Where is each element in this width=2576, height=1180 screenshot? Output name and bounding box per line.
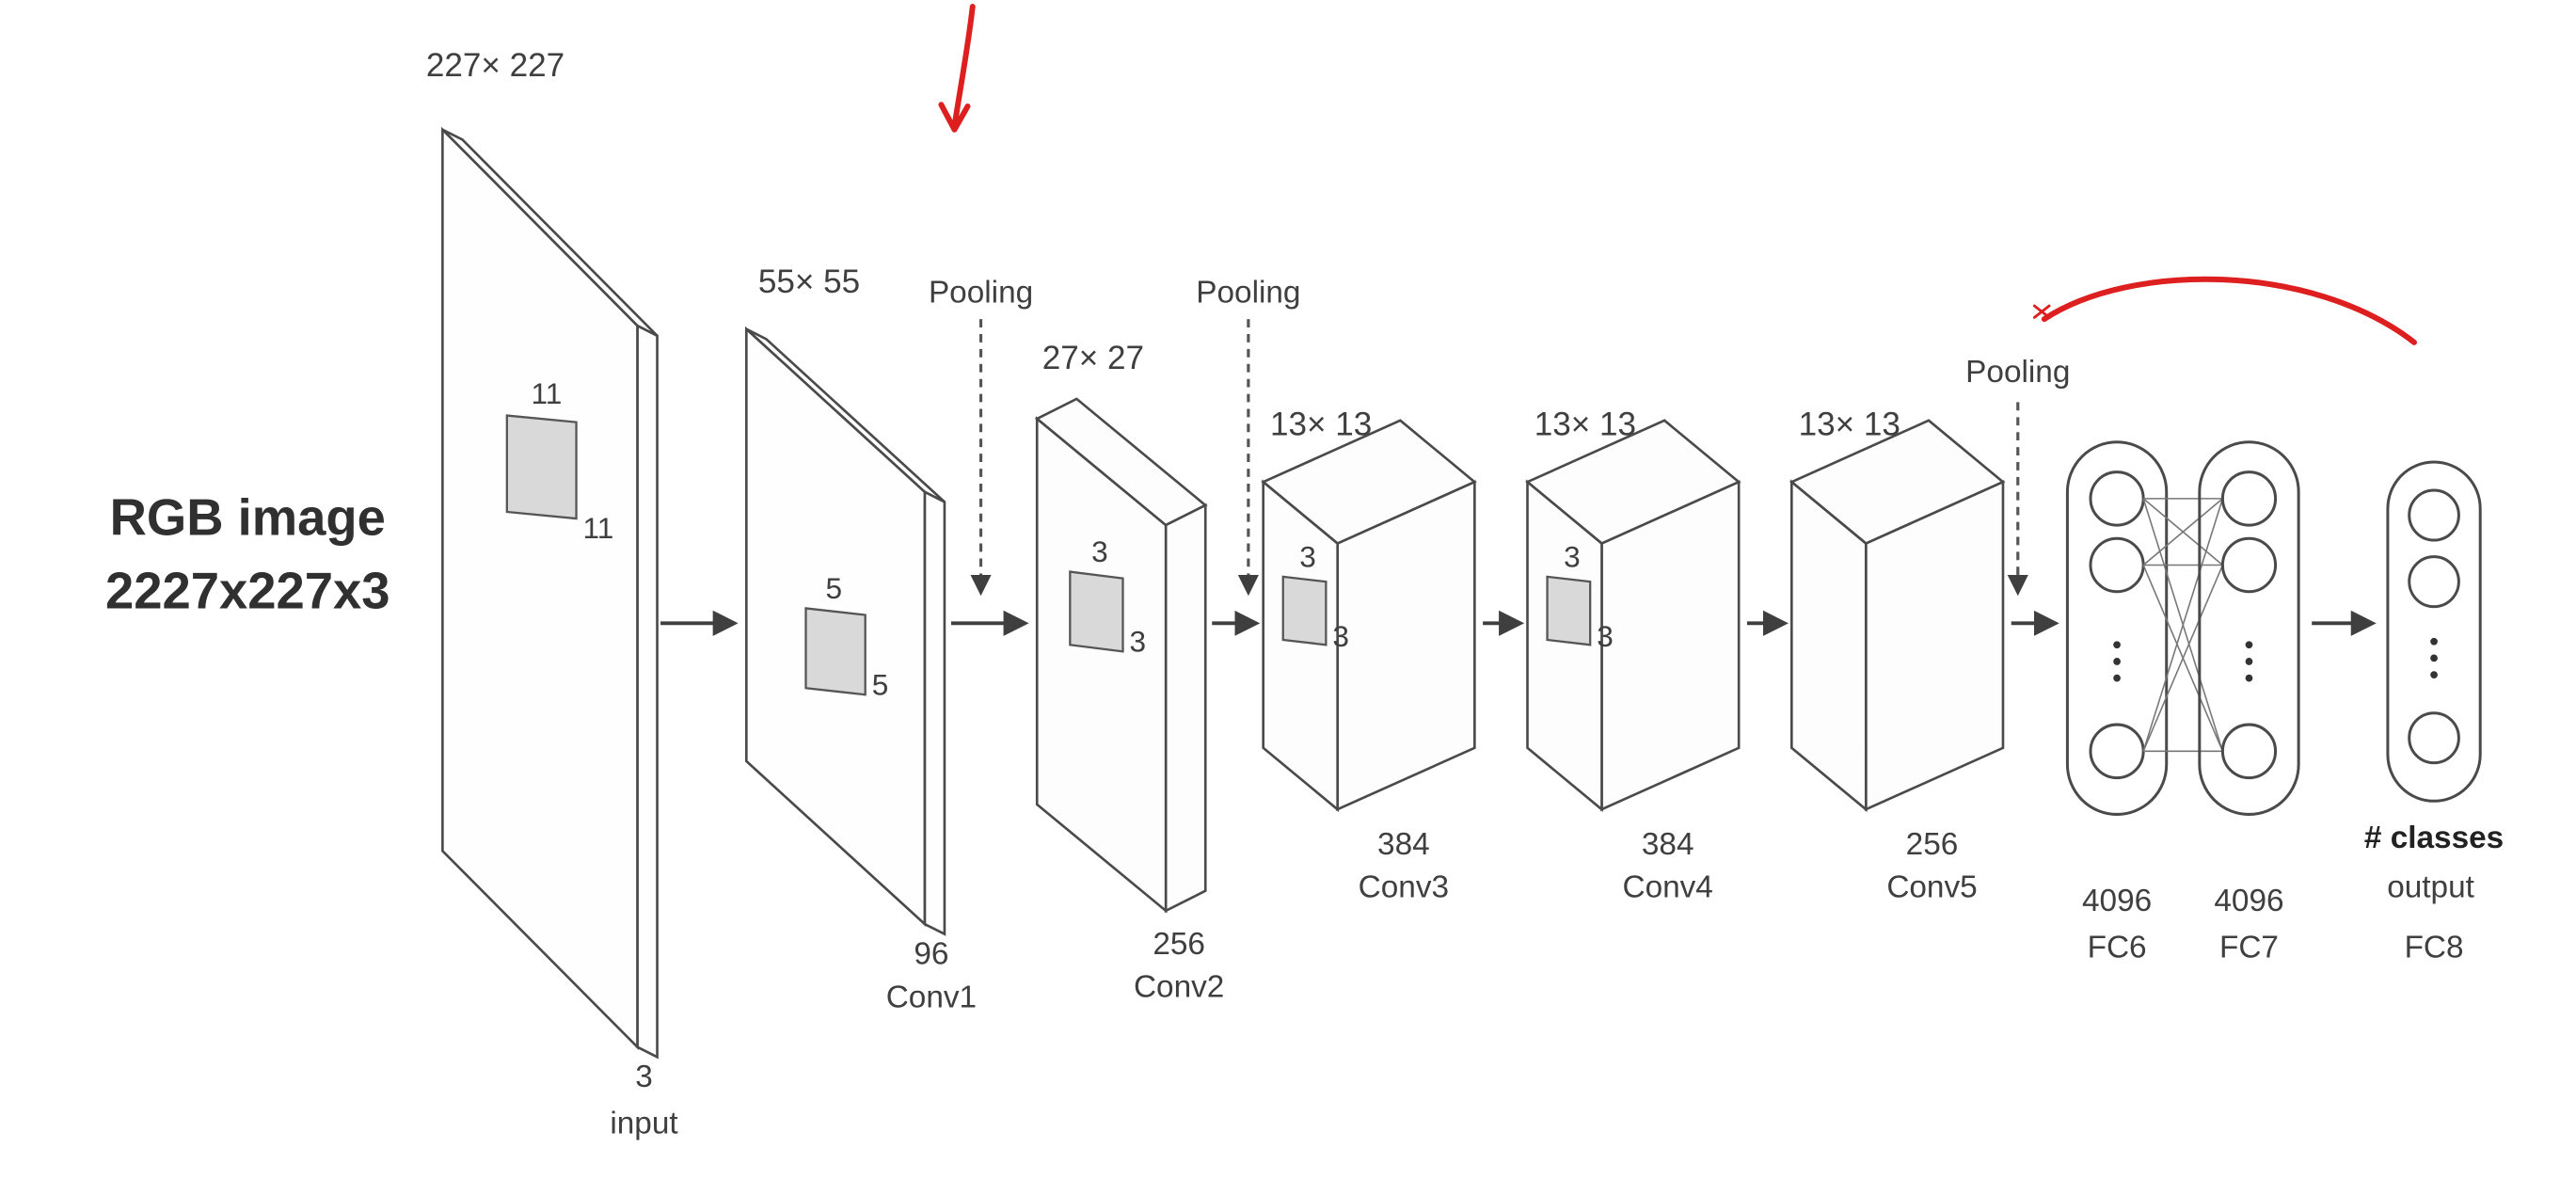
- conv3-layer: 13× 13 3 3 384 Conv3: [1261, 407, 1477, 905]
- conv3-front-face: [1262, 479, 1339, 812]
- conv2-depth-label: 256: [1153, 927, 1205, 962]
- conv2-filter-side-label: 3: [1130, 624, 1147, 658]
- input-plate-side-face: [636, 324, 659, 1060]
- fc6-name-label: FC6: [2088, 930, 2147, 965]
- conv1-size-label: 55× 55: [758, 263, 860, 300]
- red-annotation-arrow: [938, 4, 976, 133]
- rgb-image-title-line1: RGB image: [110, 489, 386, 547]
- conv5-size-label: 13× 13: [1799, 407, 1900, 443]
- input-size-label: 227× 227: [426, 47, 564, 84]
- pooling1-label: Pooling: [929, 275, 1033, 310]
- fc7-capsule: [2198, 440, 2300, 816]
- conv3-depth-label: 384: [1377, 827, 1430, 862]
- input-name-label: input: [610, 1106, 678, 1140]
- input-layer: 227× 227 11 11 3 input RGB image 2227x22…: [105, 47, 678, 1140]
- conv4-depth-label: 384: [1642, 827, 1694, 862]
- fc7-neuron: [2220, 536, 2278, 594]
- rgb-image-title-line2: 2227x227x3: [105, 562, 390, 619]
- conv2-side-face: [1164, 502, 1207, 914]
- fc8-neuron: [2408, 488, 2460, 542]
- pooling3-label: Pooling: [1965, 355, 2070, 390]
- conv4-layer: 13× 13 3 3 384 Conv4: [1525, 407, 1741, 905]
- red-arc-stroke: [2041, 276, 2417, 345]
- pooling1: Pooling: [929, 275, 1033, 597]
- fc7-layer: 4096 FC7: [2198, 440, 2300, 965]
- red-arrow-stroke: [951, 4, 976, 130]
- conv3-filter-side-label: 3: [1332, 619, 1349, 653]
- conv4-front-face: [1526, 479, 1603, 812]
- fc7-ellipsis-dot: [2245, 641, 2253, 649]
- conv3-size-label: 13× 13: [1270, 407, 1372, 443]
- fc8-name-label: FC8: [2405, 930, 2464, 965]
- conv5-name-label: Conv5: [1886, 870, 1977, 905]
- fc7-neuron: [2220, 723, 2278, 780]
- pooling3: Pooling: [1965, 355, 2070, 597]
- fc7-name-label: FC7: [2219, 930, 2279, 965]
- red-arc-start-mark: [2032, 304, 2051, 319]
- fc6-fc7-connections: [2142, 498, 2224, 753]
- conv1-layer: 55× 55 5 5 96 Conv1: [745, 263, 977, 1014]
- fc8-neuron: [2408, 555, 2460, 609]
- conv5-front-face: [1789, 479, 1868, 812]
- fc8-layer: # classes output FC8: [2364, 460, 2504, 965]
- pooling2: Pooling: [1196, 275, 1300, 597]
- conv3-filter-top-label: 3: [1299, 539, 1316, 573]
- pooling2-label: Pooling: [1196, 275, 1300, 310]
- fc8-neuron: [2408, 711, 2460, 765]
- fc6-ellipsis-dot: [2113, 641, 2121, 649]
- input-depth-label: 3: [635, 1060, 653, 1094]
- red-arrow-head: [938, 102, 971, 133]
- conv3-name-label: Conv3: [1359, 870, 1449, 905]
- conv1-side-face: [923, 489, 946, 936]
- fc6-layer: 4096 FC6: [2065, 440, 2169, 965]
- conv1-filter-top-label: 5: [826, 571, 843, 605]
- conv4-filter-side-label: 3: [1597, 619, 1614, 653]
- fc6-neuron: [2089, 470, 2145, 527]
- fc7-ellipsis-dot: [2245, 674, 2253, 682]
- conv2-filter-square: [1069, 570, 1124, 653]
- fc6-units-label: 4096: [2082, 884, 2152, 918]
- fc6-neuron: [2089, 723, 2145, 780]
- conv5-depth-label: 256: [1906, 827, 1959, 862]
- input-filter-square: [505, 414, 578, 520]
- input-filter-top-label: 11: [532, 376, 563, 410]
- fc8-capsule: [2386, 460, 2482, 803]
- fc8-ellipsis-dot: [2430, 654, 2438, 662]
- conv4-filter-top-label: 3: [1564, 539, 1581, 573]
- fc6-neuron: [2089, 536, 2145, 594]
- conv2-size-label: 27× 27: [1042, 340, 1144, 376]
- fc8-ellipsis-dot: [2430, 637, 2438, 646]
- fc6-ellipsis-dot: [2113, 658, 2121, 665]
- fc8-output-label: output: [2387, 870, 2474, 905]
- fc8-classes-label: # classes: [2364, 821, 2504, 855]
- conv1-filter-square: [804, 607, 867, 696]
- fc8-ellipsis-dot: [2430, 671, 2438, 678]
- input-filter-side-label: 11: [583, 511, 614, 545]
- fc7-ellipsis-dot: [2245, 658, 2253, 665]
- conv3-filter-square: [1281, 575, 1328, 646]
- input-plate-front-face: [441, 126, 639, 1050]
- fc6-capsule: [2065, 440, 2169, 816]
- conv5-layer: 13× 13 256 Conv5: [1789, 407, 2006, 905]
- conv4-size-label: 13× 13: [1534, 407, 1636, 443]
- conv4-filter-square: [1546, 575, 1592, 646]
- conv1-name-label: Conv1: [886, 980, 977, 1014]
- red-annotation-arc: [2032, 276, 2417, 345]
- conv1-filter-side-label: 5: [872, 667, 889, 701]
- conv2-layer: 27× 27 3 3 256 Conv2: [1034, 340, 1224, 1005]
- conv2-front-face: [1035, 416, 1168, 914]
- fc7-units-label: 4096: [2214, 884, 2283, 918]
- conv4-name-label: Conv4: [1623, 870, 1713, 905]
- fc7-neuron: [2220, 470, 2278, 527]
- conv1-depth-label: 96: [914, 936, 948, 971]
- conv2-filter-top-label: 3: [1091, 534, 1108, 568]
- conv2-name-label: Conv2: [1134, 970, 1224, 1005]
- fc6-ellipsis-dot: [2113, 674, 2121, 682]
